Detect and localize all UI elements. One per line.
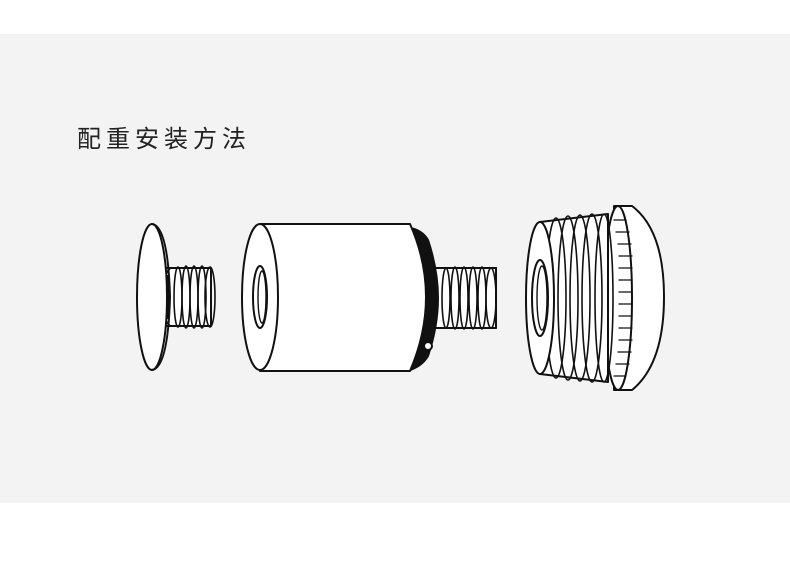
cylinder-with-threaded-stud-icon xyxy=(241,223,497,372)
page-title: 配重安装方法 xyxy=(77,125,251,153)
threaded-cap-with-knurled-rim-icon xyxy=(525,205,665,391)
screw-with-flat-head-icon xyxy=(136,223,216,371)
